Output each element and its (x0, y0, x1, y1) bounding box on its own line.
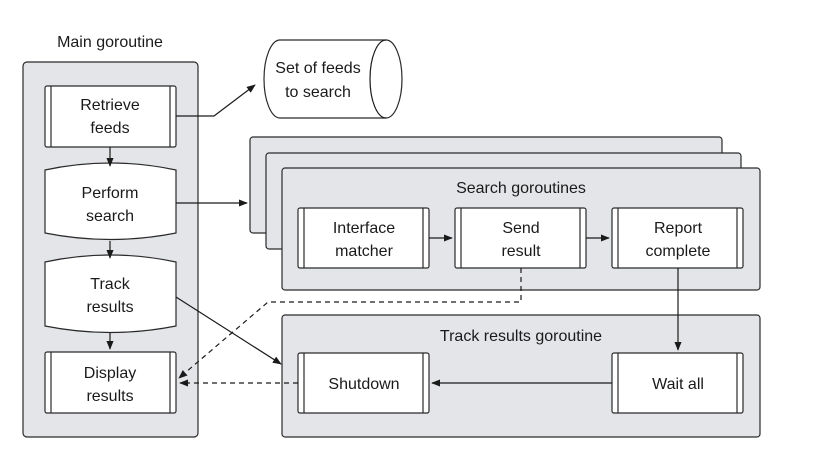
report-complete-label-1: Report (654, 220, 703, 237)
track-results-label-2: results (86, 299, 133, 316)
perform-search-label-2: search (86, 208, 134, 225)
interface-matcher-label-2: matcher (335, 243, 393, 260)
shutdown-box: Shutdown (297, 352, 430, 414)
track-results-goroutine-title: Track results goroutine (440, 328, 602, 345)
send-result-label-2: result (501, 243, 541, 260)
retrieve-feeds-box: Retrieve feeds (44, 85, 177, 148)
feeds-store-label-2: to search (285, 84, 351, 101)
feeds-store-cylinder: Set of feeds to search (263, 39, 403, 119)
wait-all-label: Wait all (652, 376, 704, 393)
track-results-label-1: Track (90, 276, 130, 293)
track-results-box: Track results (44, 254, 177, 334)
shutdown-label: Shutdown (328, 376, 399, 393)
arrow-retrieve-to-feeds (176, 84, 256, 117)
interface-matcher-label-1: Interface (333, 220, 395, 237)
search-goroutines-title: Search goroutines (456, 180, 586, 197)
interface-matcher-box: Interface matcher (297, 207, 430, 269)
retrieve-feeds-label-2: feeds (90, 120, 129, 137)
display-results-label-2: results (86, 388, 133, 405)
send-result-label-1: Send (502, 220, 539, 237)
display-results-label-1: Display (84, 365, 136, 382)
perform-search-box: Perform search (44, 162, 177, 241)
display-results-box: Display results (44, 351, 177, 414)
report-complete-label-2: complete (646, 243, 711, 260)
retrieve-feeds-label-1: Retrieve (80, 97, 140, 114)
wait-all-box: Wait all (611, 352, 744, 414)
send-result-box: Send result (454, 207, 587, 269)
feeds-store-label-1: Set of feeds (275, 60, 360, 77)
arrow-send-to-display (178, 268, 522, 379)
report-complete-box: Report complete (611, 207, 744, 269)
main-goroutine-title: Main goroutine (57, 34, 163, 51)
arrow-track-to-shutdown (175, 296, 282, 365)
perform-search-label-1: Perform (82, 185, 139, 202)
